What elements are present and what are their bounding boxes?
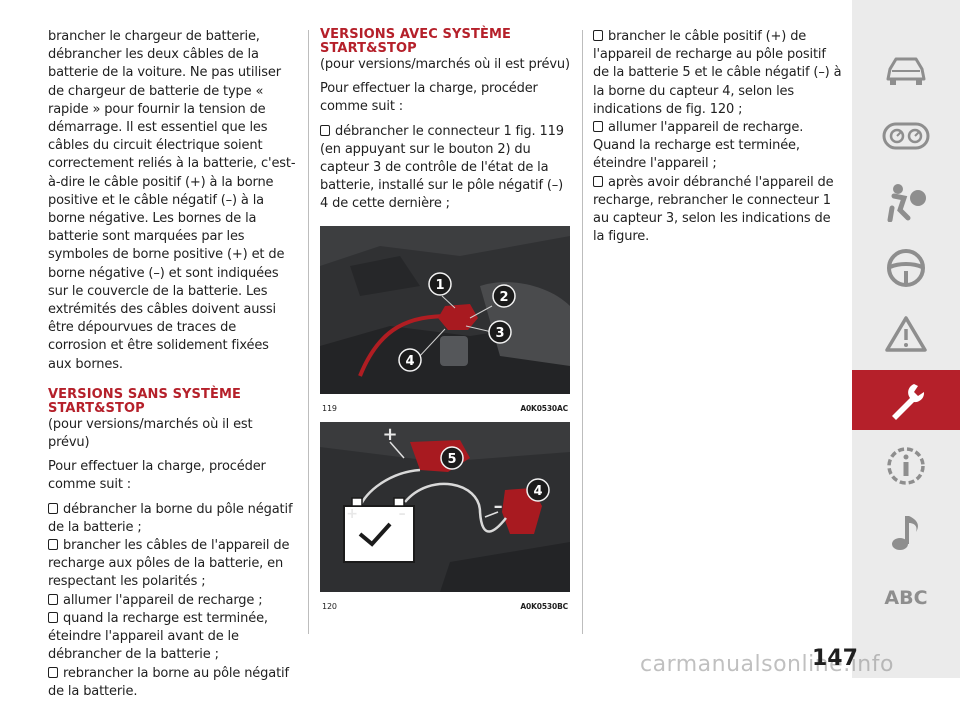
sidebar-tab-maintenance[interactable] xyxy=(852,370,960,430)
checkbox-bullet-icon xyxy=(48,593,58,605)
callout-3: 3 xyxy=(496,326,505,341)
battery-charger-diagram xyxy=(343,496,415,563)
checkbox-bullet-icon xyxy=(593,30,603,41)
section-heading-with-startstop: VERSIONS AVEC SYSTÈME START&STOP xyxy=(320,27,511,56)
checkbox-bullet-icon xyxy=(48,666,58,678)
figure-120-charger-hookup: + – + – 5 4 xyxy=(320,421,570,592)
car-icon xyxy=(886,57,926,85)
checkbox-bullet-icon xyxy=(593,175,603,187)
bullet-text: débrancher la borne du pôle négatif de l… xyxy=(48,501,293,535)
sidebar-tab-safety[interactable] xyxy=(852,172,960,232)
battery-negative-sign: – xyxy=(399,506,406,522)
figure-code: A0K0530BC xyxy=(520,601,568,611)
bullet-text: brancher le câble positif (+) de l'appar… xyxy=(593,29,842,117)
bullet-text: après avoir débranché l'appareil de rech… xyxy=(593,174,834,245)
warning-triangle-icon xyxy=(885,316,927,352)
section-heading-without-startstop: VERSIONS SANS SYSTÈME START&STOP xyxy=(48,386,241,416)
callout-5: 5 xyxy=(448,452,457,467)
section-note: (pour versions/marchés où il est prévu) xyxy=(320,57,570,72)
watermark: carmanualsonline.info xyxy=(640,652,894,677)
dashboard-icon xyxy=(882,122,930,150)
bullet-list: débrancher la borne du pôle négatif de l… xyxy=(48,501,296,701)
bullet-item: débrancher la borne du pôle négatif de l… xyxy=(48,501,296,537)
sidebar-tab-technical-data[interactable] xyxy=(852,436,960,496)
bullet-text: allumer l'appareil de recharge. Quand la… xyxy=(593,120,804,172)
section-note: (pour versions/marchés où il est prévu) xyxy=(48,416,253,451)
figure-code: A0K0530AC xyxy=(520,403,568,413)
callout-4: 4 xyxy=(406,354,415,369)
bullet-text: brancher les câbles de l'appareil de rec… xyxy=(48,538,290,590)
figure-number: 120 xyxy=(322,601,337,611)
abc-label: ABC xyxy=(884,587,928,609)
callout-4: 4 xyxy=(534,484,543,499)
sidebar-tab-car[interactable] xyxy=(852,40,960,100)
steering-wheel-icon xyxy=(887,249,925,287)
sidebar-tab-emergency[interactable] xyxy=(852,304,960,364)
sidebar-tab-index[interactable]: ABC xyxy=(852,568,960,628)
procedure-lead: Pour effectuer la charge, procéder comme… xyxy=(320,81,538,115)
checkbox-bullet-icon xyxy=(320,124,330,136)
text-column-2: VERSIONS AVEC SYSTÈME START&STOP (pour v… xyxy=(320,28,570,620)
text-column-1: brancher le chargeur de batterie, débran… xyxy=(48,28,296,701)
bullet-item: allumer l'appareil de recharge ; xyxy=(48,592,296,610)
checkbox-bullet-icon xyxy=(48,502,58,514)
bullet-item: brancher les câbles de l'appareil de rec… xyxy=(48,537,296,592)
figure-number: 119 xyxy=(322,403,337,413)
page-number: 147 xyxy=(812,646,858,671)
bullet-item: quand la recharge est terminée, éteindre… xyxy=(48,610,296,665)
sidebar-tab-multimedia[interactable] xyxy=(852,502,960,562)
bullet-text: quand la recharge est terminée, éteindre… xyxy=(48,610,268,663)
music-note-icon xyxy=(892,516,918,550)
column-divider xyxy=(582,30,583,634)
checkbox-bullet-icon xyxy=(48,611,58,623)
bullet-item: allumer l'appareil de recharge. Quand la… xyxy=(593,119,843,174)
airbag-icon xyxy=(887,184,926,222)
bullet-text: rebrancher la borne au pôle négatif de l… xyxy=(48,665,289,699)
chapter-sidebar: ABC xyxy=(852,0,960,678)
intro-paragraph: brancher le chargeur de batterie, débran… xyxy=(48,29,296,372)
column-divider xyxy=(308,30,309,634)
bullet-item: brancher le câble positif (+) de l'appar… xyxy=(593,28,843,119)
bullet-text: allumer l'appareil de recharge ; xyxy=(63,592,263,608)
bullet-item: après avoir débranché l'appareil de rech… xyxy=(593,174,843,247)
text-column-3: brancher le câble positif (+) de l'appar… xyxy=(593,28,843,246)
bullet-item: débrancher le connecteur 1 fig. 119 (en … xyxy=(320,123,570,214)
procedure-lead: Pour effectuer la charge, procéder comme… xyxy=(48,459,266,493)
callout-2: 2 xyxy=(500,290,509,305)
info-icon xyxy=(887,447,925,485)
wrench-icon xyxy=(892,384,925,420)
figure-120-caption: 120 A0K0530BC xyxy=(320,592,570,620)
figure-119-caption: 119 A0K0530AC xyxy=(320,394,570,422)
bullet-list: brancher le câble positif (+) de l'appar… xyxy=(593,28,843,246)
bullet-item: rebrancher la borne au pôle négatif de l… xyxy=(48,665,296,701)
checkbox-bullet-icon xyxy=(48,539,58,551)
figure-119-battery-connector: 1 2 3 4 xyxy=(320,225,570,394)
positive-sign: + xyxy=(383,424,398,445)
bullet-text: débrancher le connecteur 1 fig. 119 (en … xyxy=(320,123,564,212)
sidebar-tab-dashboard[interactable] xyxy=(852,106,960,166)
callout-1: 1 xyxy=(436,278,445,293)
checkbox-bullet-icon xyxy=(593,121,603,133)
battery-positive-sign: + xyxy=(346,506,358,522)
bullet-list: débrancher le connecteur 1 fig. 119 (en … xyxy=(320,123,570,214)
sidebar-tab-driving[interactable] xyxy=(852,238,960,298)
negative-sign: – xyxy=(494,496,503,517)
